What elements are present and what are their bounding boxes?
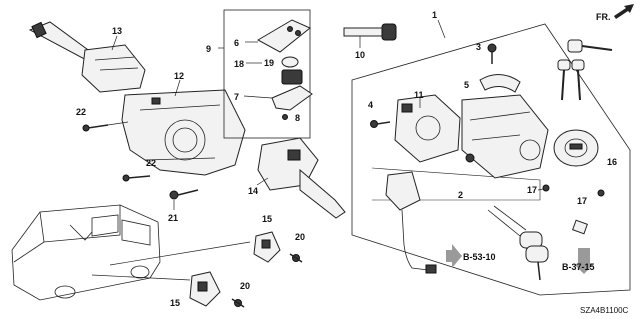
screw-17-left	[542, 184, 550, 192]
combination-switch-lever-13	[28, 21, 146, 93]
leader-vehicle-upper	[109, 241, 251, 266]
leader-7	[243, 95, 273, 99]
front-arrow-icon	[614, 4, 634, 19]
bolt-21	[169, 189, 199, 200]
callout-20-lower: 20	[240, 281, 250, 291]
lock-with-harness	[385, 171, 437, 274]
reference-b-37-15[interactable]: B-37-15	[562, 262, 595, 272]
callout-3: 3	[476, 42, 481, 52]
remote-case-7	[271, 85, 313, 111]
callout-21: 21	[168, 213, 178, 223]
leader-vehicle-lower	[91, 274, 191, 281]
ignition-cylinder-assembly	[461, 94, 549, 179]
vehicle-outline	[11, 204, 161, 301]
callout-17-left: 17	[527, 185, 537, 195]
reference-arrow-b-37-15[interactable]: B-37-15	[562, 248, 595, 274]
callout-15-lower: 15	[170, 298, 180, 308]
bolt-4	[370, 120, 391, 128]
leader-22a	[107, 121, 129, 126]
callout-14: 14	[248, 186, 258, 196]
callout-22-upper: 22	[76, 107, 86, 117]
shear-bolt-3	[487, 43, 497, 64]
bolt-20-lower	[231, 298, 245, 308]
steering-lock-11	[394, 94, 461, 163]
key-set-bottom	[487, 205, 549, 281]
lock-assembly-box	[371, 167, 541, 201]
callout-12: 12	[174, 71, 184, 81]
callout-15-upper: 15	[262, 214, 272, 224]
screw-22-upper	[82, 124, 109, 132]
leader-17a	[537, 188, 544, 191]
callout-5: 5	[464, 80, 469, 90]
callout-19: 19	[264, 58, 274, 68]
screw-8	[282, 114, 288, 120]
screw-17-right	[597, 189, 605, 197]
key-set-top	[557, 39, 613, 101]
callout-11: 11	[414, 90, 424, 100]
circuit-board-18	[281, 69, 303, 85]
cylinder-housing-16	[553, 129, 599, 167]
small-cap-part	[572, 219, 588, 235]
callout-2: 2	[458, 190, 463, 200]
callout-1: 1	[432, 10, 437, 20]
callout-6: 6	[234, 38, 239, 48]
door-switch-15-upper	[253, 231, 281, 263]
key-blank-10	[343, 23, 397, 41]
diagram-code: SZA4B1100C	[580, 306, 629, 315]
front-direction-indicator: FR.	[596, 4, 634, 22]
screw-22-lower	[122, 174, 151, 182]
leader-12	[174, 79, 181, 97]
callout-10: 10	[355, 50, 365, 60]
wiper-switch-14	[257, 137, 346, 219]
callout-17-right: 17	[577, 196, 587, 206]
leader-14	[256, 177, 269, 186]
orientation-label: FR.	[596, 12, 611, 22]
callout-9: 9	[206, 44, 211, 54]
callout-13: 13	[112, 26, 122, 36]
cylinder-set-box	[351, 23, 631, 296]
reference-b-53-10[interactable]: B-53-10	[463, 252, 496, 262]
keyless-remote-group-box	[223, 9, 311, 139]
reference-arrow-b-53-10[interactable]: B-53-10	[446, 244, 496, 268]
callout-8: 8	[295, 113, 300, 123]
clamp-5	[479, 74, 521, 93]
battery-19	[281, 56, 299, 68]
steering-column-housing-12	[121, 89, 246, 176]
callout-4: 4	[368, 100, 373, 110]
callout-16: 16	[607, 157, 617, 167]
leader-13	[111, 35, 118, 51]
callout-7: 7	[234, 92, 239, 102]
callout-22-lower: 22	[146, 158, 156, 168]
door-switch-15-lower	[189, 271, 221, 307]
callout-18: 18	[234, 59, 244, 69]
leader-1	[437, 19, 446, 39]
callout-20-upper: 20	[295, 232, 305, 242]
bolt-20-upper	[289, 253, 303, 263]
remote-case-6	[256, 19, 311, 53]
